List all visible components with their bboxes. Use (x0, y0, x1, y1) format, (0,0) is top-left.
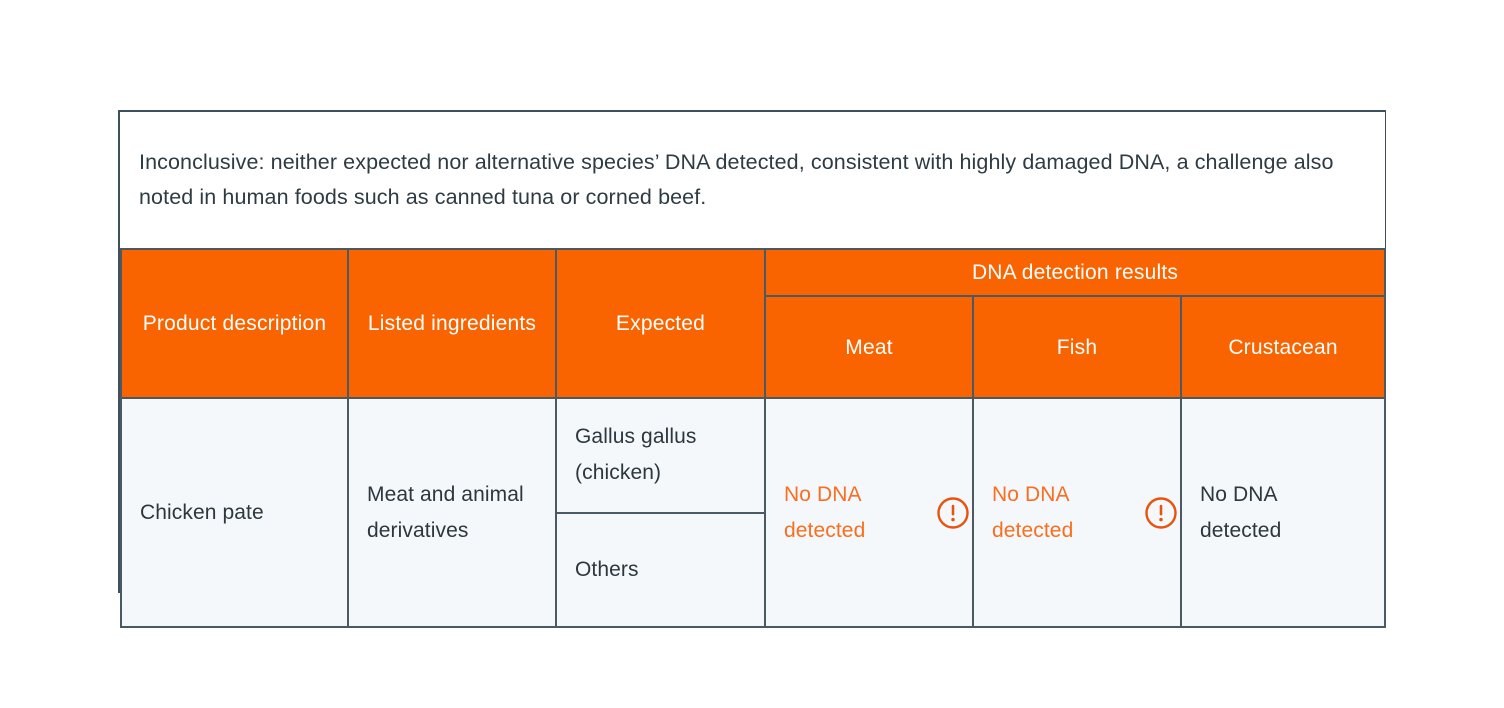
results-table-grid: Inconclusive: neither expected nor alter… (120, 112, 1387, 628)
expected-sublist: Gallus gallus (chicken) Others (557, 399, 764, 626)
cell-result-fish: No DNA detected (972, 397, 1182, 628)
table-header-row-secondary: Meat Fish Crustacean (121, 295, 1387, 399)
column-header-crustacean: Crustacean (1179, 295, 1387, 399)
warning-circle-icon (937, 496, 969, 529)
cell-product-description: Chicken pate (120, 397, 349, 628)
column-header-fish: Fish (972, 295, 1182, 399)
expected-sublist-row: Others (557, 512, 764, 626)
result-crustacean-content: No DNA detected (1200, 477, 1384, 549)
column-header-meat: Meat (764, 295, 974, 399)
cell-expected: Gallus gallus (chicken) Others (555, 397, 766, 628)
expected-sublist-row: Gallus gallus (chicken) (557, 399, 764, 514)
column-header-expected: Expected (555, 248, 766, 399)
result-fish-label: No DNA detected (992, 482, 1074, 542)
expected-species-others: Others (557, 512, 764, 626)
caption-text: Inconclusive: neither expected nor alter… (139, 150, 1334, 209)
cell-result-meat: No DNA detected (764, 397, 974, 628)
table-row: Chicken pate Meat and animal derivatives… (120, 397, 1387, 628)
expected-species-primary: Gallus gallus (chicken) (557, 399, 764, 514)
dna-results-table: Inconclusive: neither expected nor alter… (118, 110, 1387, 628)
result-fish-content: No DNA detected (992, 477, 1180, 549)
cell-listed-ingredients: Meat and animal derivatives (347, 397, 557, 628)
column-header-dna-detection-results: DNA detection results (763, 248, 1387, 297)
result-meat-content: No DNA detected (784, 477, 972, 549)
result-meat-label: No DNA detected (784, 482, 866, 542)
table-header-row-primary: Product description Listed ingredients E… (120, 248, 1387, 399)
cell-result-crustacean: No DNA detected (1179, 397, 1387, 628)
result-crustacean-label: No DNA detected (1200, 482, 1282, 542)
column-header-listed-ingredients: Listed ingredients (347, 248, 557, 399)
table-caption-row: Inconclusive: neither expected nor alter… (121, 112, 1386, 250)
caption-cell: Inconclusive: neither expected nor alter… (121, 112, 1386, 250)
warning-circle-icon (1145, 496, 1177, 529)
column-header-product-description: Product description (120, 248, 349, 399)
